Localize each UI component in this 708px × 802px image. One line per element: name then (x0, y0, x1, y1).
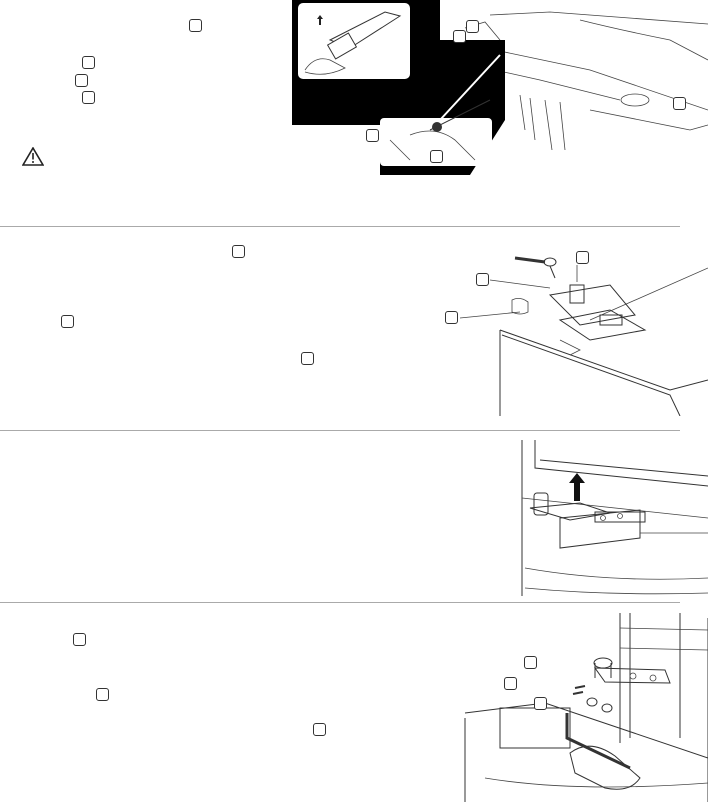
water-line-illustration (292, 0, 708, 175)
callout-box (189, 19, 202, 32)
callout-box (466, 20, 479, 33)
callout-box (232, 245, 245, 258)
top-hinge-illustration (459, 256, 708, 416)
callout-box (366, 129, 379, 142)
callout-box (576, 251, 589, 264)
section-divider (0, 602, 680, 603)
door-lift-illustration (521, 440, 708, 596)
bottom-hinge-illustration (464, 613, 708, 802)
callout-box (453, 30, 466, 43)
callout-box (75, 74, 88, 87)
callout-box (430, 150, 443, 163)
callout-box (73, 633, 86, 646)
callout-box (504, 677, 517, 690)
callout-box (476, 273, 489, 286)
callout-box (82, 56, 95, 69)
section-divider (0, 430, 680, 431)
callout-box (524, 656, 537, 669)
callout-box (61, 315, 74, 328)
callout-box (673, 97, 686, 110)
callout-box (313, 723, 326, 736)
callout-box (445, 311, 458, 324)
up-arrow-icon (569, 473, 585, 501)
callout-box (534, 697, 547, 710)
callout-box (82, 91, 95, 104)
callout-box (301, 352, 314, 365)
callout-box (96, 688, 109, 701)
section-divider (0, 226, 680, 227)
warning-triangle-icon (22, 147, 44, 166)
